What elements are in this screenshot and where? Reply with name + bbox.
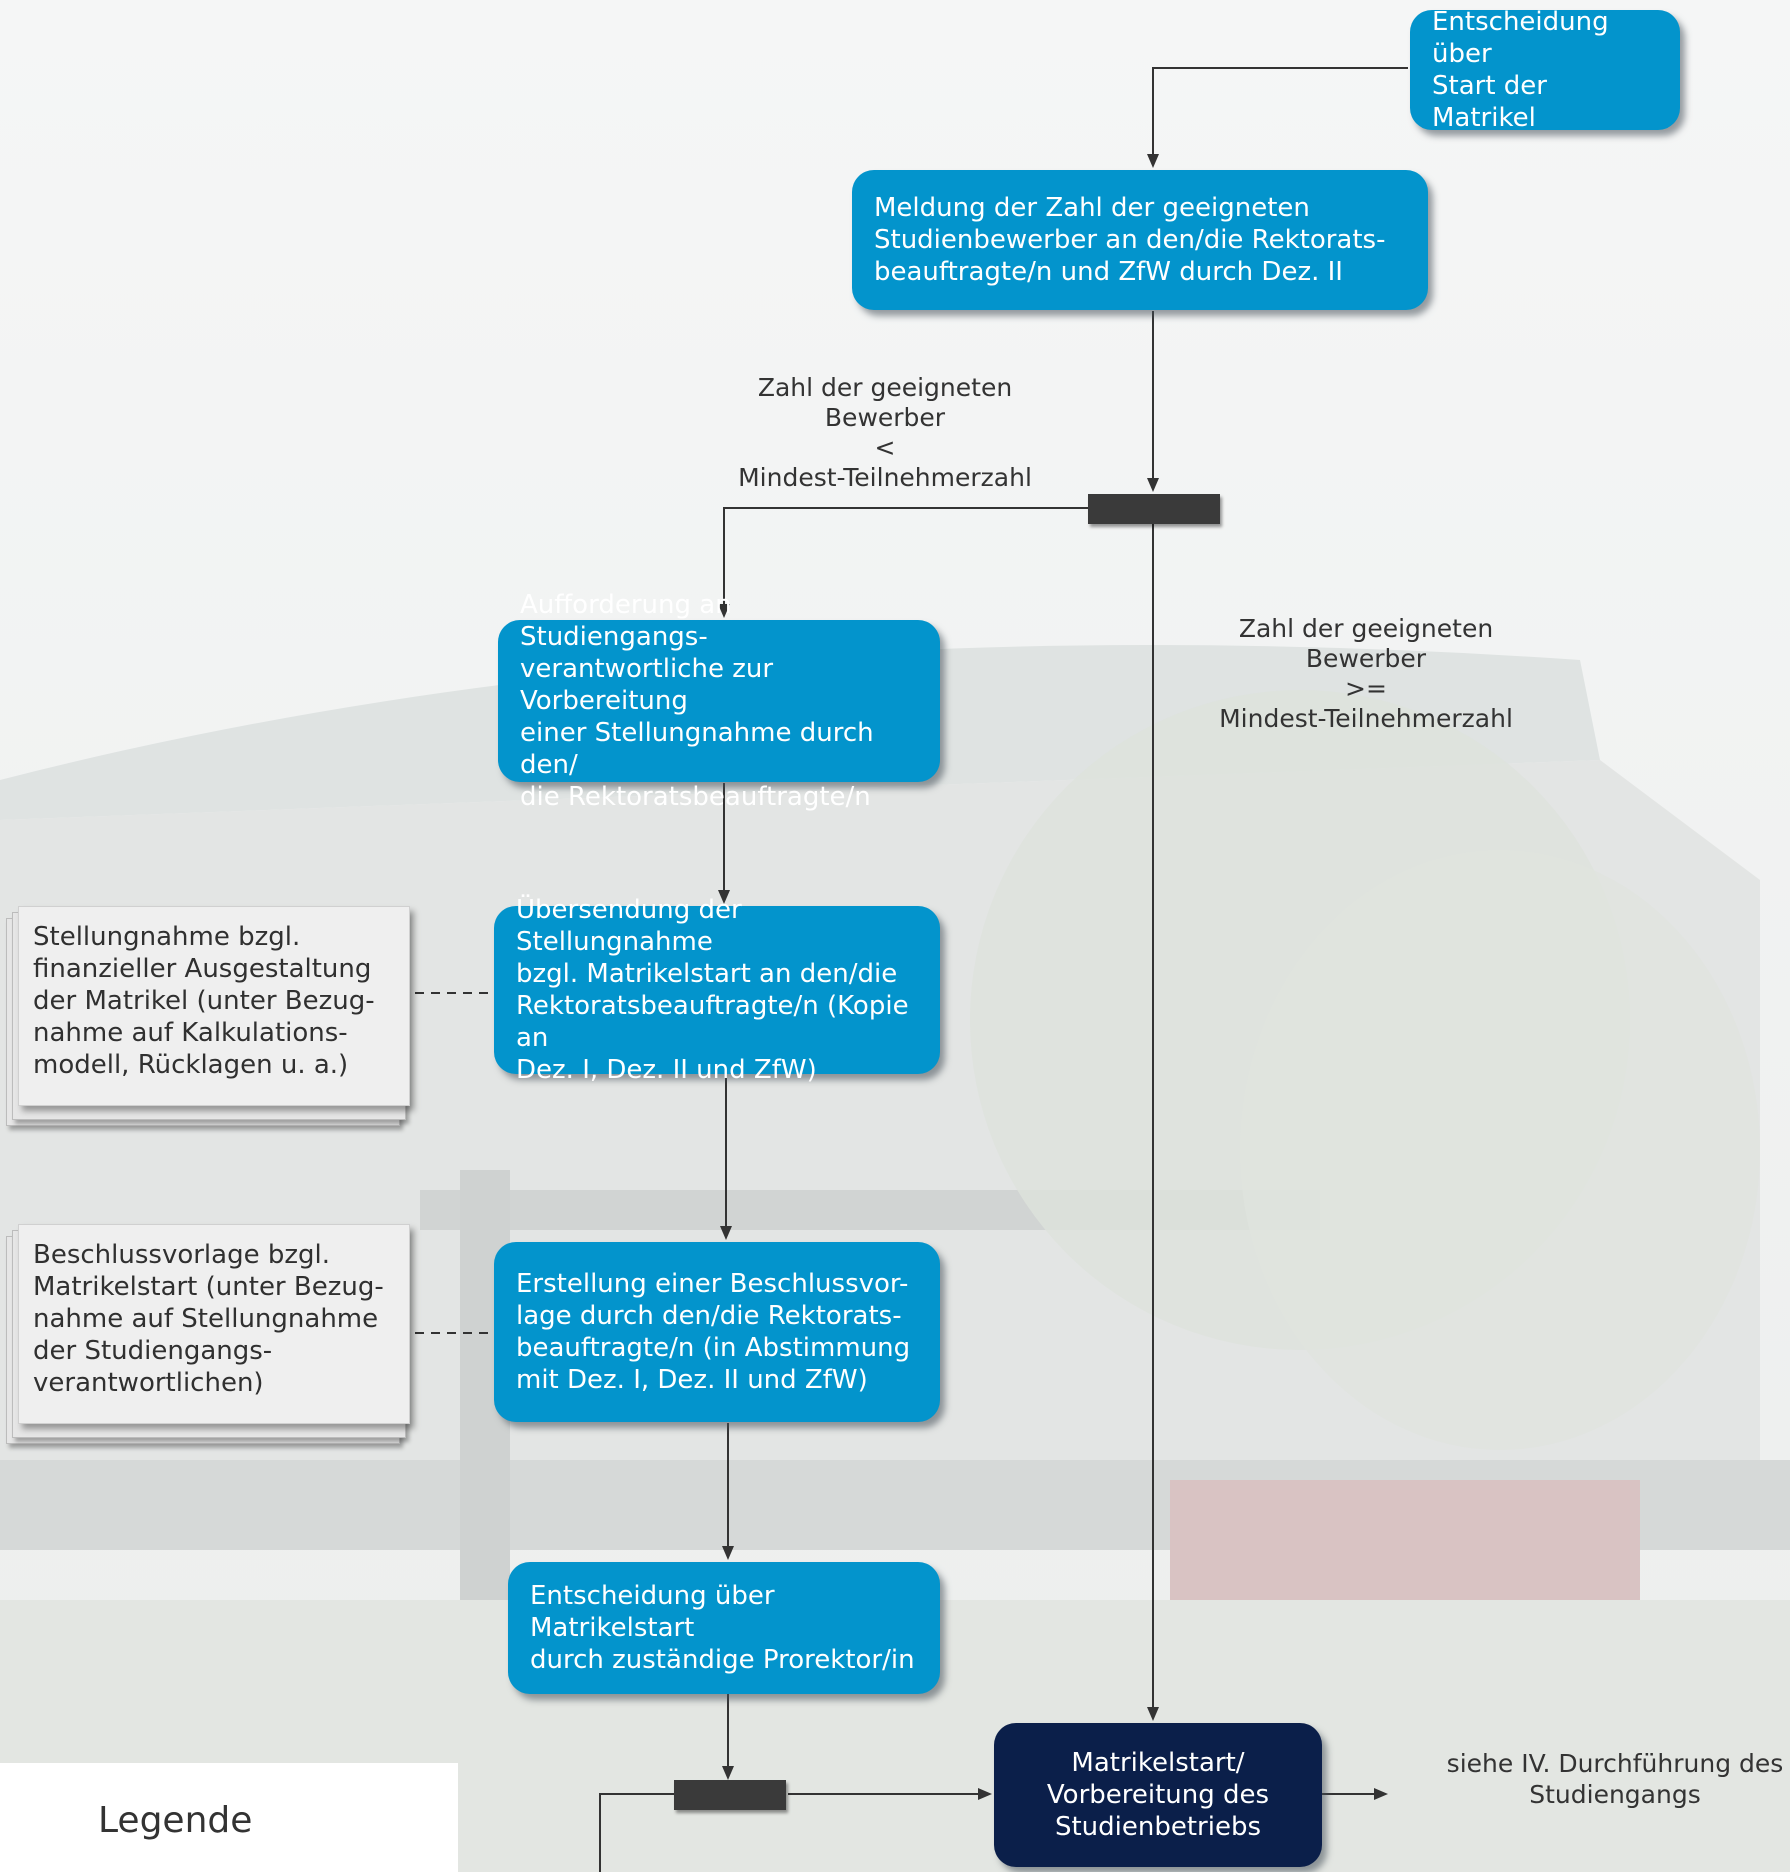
box-erstellung-label: Erstellung einer Beschlussvor- lage durc… <box>516 1269 911 1395</box>
box-entscheidung-label: Entscheidung über Matrikelstart durch zu… <box>530 1581 915 1675</box>
legend-panel <box>0 1763 458 1872</box>
box-start-decision: Entscheidung über Start der Matrikel <box>1410 7 1680 133</box>
box-matrikelstart-label: Matrikelstart/ Vorbereitung des Studienb… <box>1046 1748 1270 1842</box>
decision-bar-bottom <box>674 1780 786 1810</box>
document-beschlussvorlage: Beschlussvorlage bzgl. Matrikelstart (un… <box>18 1224 410 1424</box>
box-aufforderung-label: Aufforderung an Studiengangs- verantwort… <box>520 590 874 812</box>
box-matrikelstart: Matrikelstart/ Vorbereitung des Studienb… <box>994 1723 1322 1867</box>
box-uebersendung-label: Übersendung der Stellungnahme bzgl. Matr… <box>516 895 909 1085</box>
legend-title: Legende <box>98 1800 253 1841</box>
decision-bar-top <box>1088 494 1220 524</box>
box-uebersendung: Übersendung der Stellungnahme bzgl. Matr… <box>494 895 940 1085</box>
reference-next-phase: siehe IV. Durchführung des Studiengangs <box>1446 1749 1784 1809</box>
box-meldung-label: Meldung der Zahl der geeigneten Studienb… <box>874 193 1386 287</box>
document-stellungnahme-text: Stellungnahme bzgl. finanzieller Ausgest… <box>33 922 375 1080</box>
condition-greater-equal: Zahl der geeigneten Bewerber >= Mindest-… <box>1219 614 1513 733</box>
box-entscheidung: Entscheidung über Matrikelstart durch zu… <box>508 1562 940 1694</box>
box-meldung: Meldung der Zahl der geeigneten Studienb… <box>852 170 1428 310</box>
box-start-decision-label: Entscheidung über Start der Matrikel <box>1432 7 1609 133</box>
condition-less-than: Zahl der geeigneten Bewerber < Mindest-T… <box>738 373 1032 492</box>
document-stellungnahme: Stellungnahme bzgl. finanzieller Ausgest… <box>18 906 410 1106</box>
box-erstellung: Erstellung einer Beschlussvor- lage durc… <box>494 1242 940 1422</box>
box-aufforderung: Aufforderung an Studiengangs- verantwort… <box>498 590 940 812</box>
document-beschlussvorlage-text: Beschlussvorlage bzgl. Matrikelstart (un… <box>33 1240 384 1398</box>
